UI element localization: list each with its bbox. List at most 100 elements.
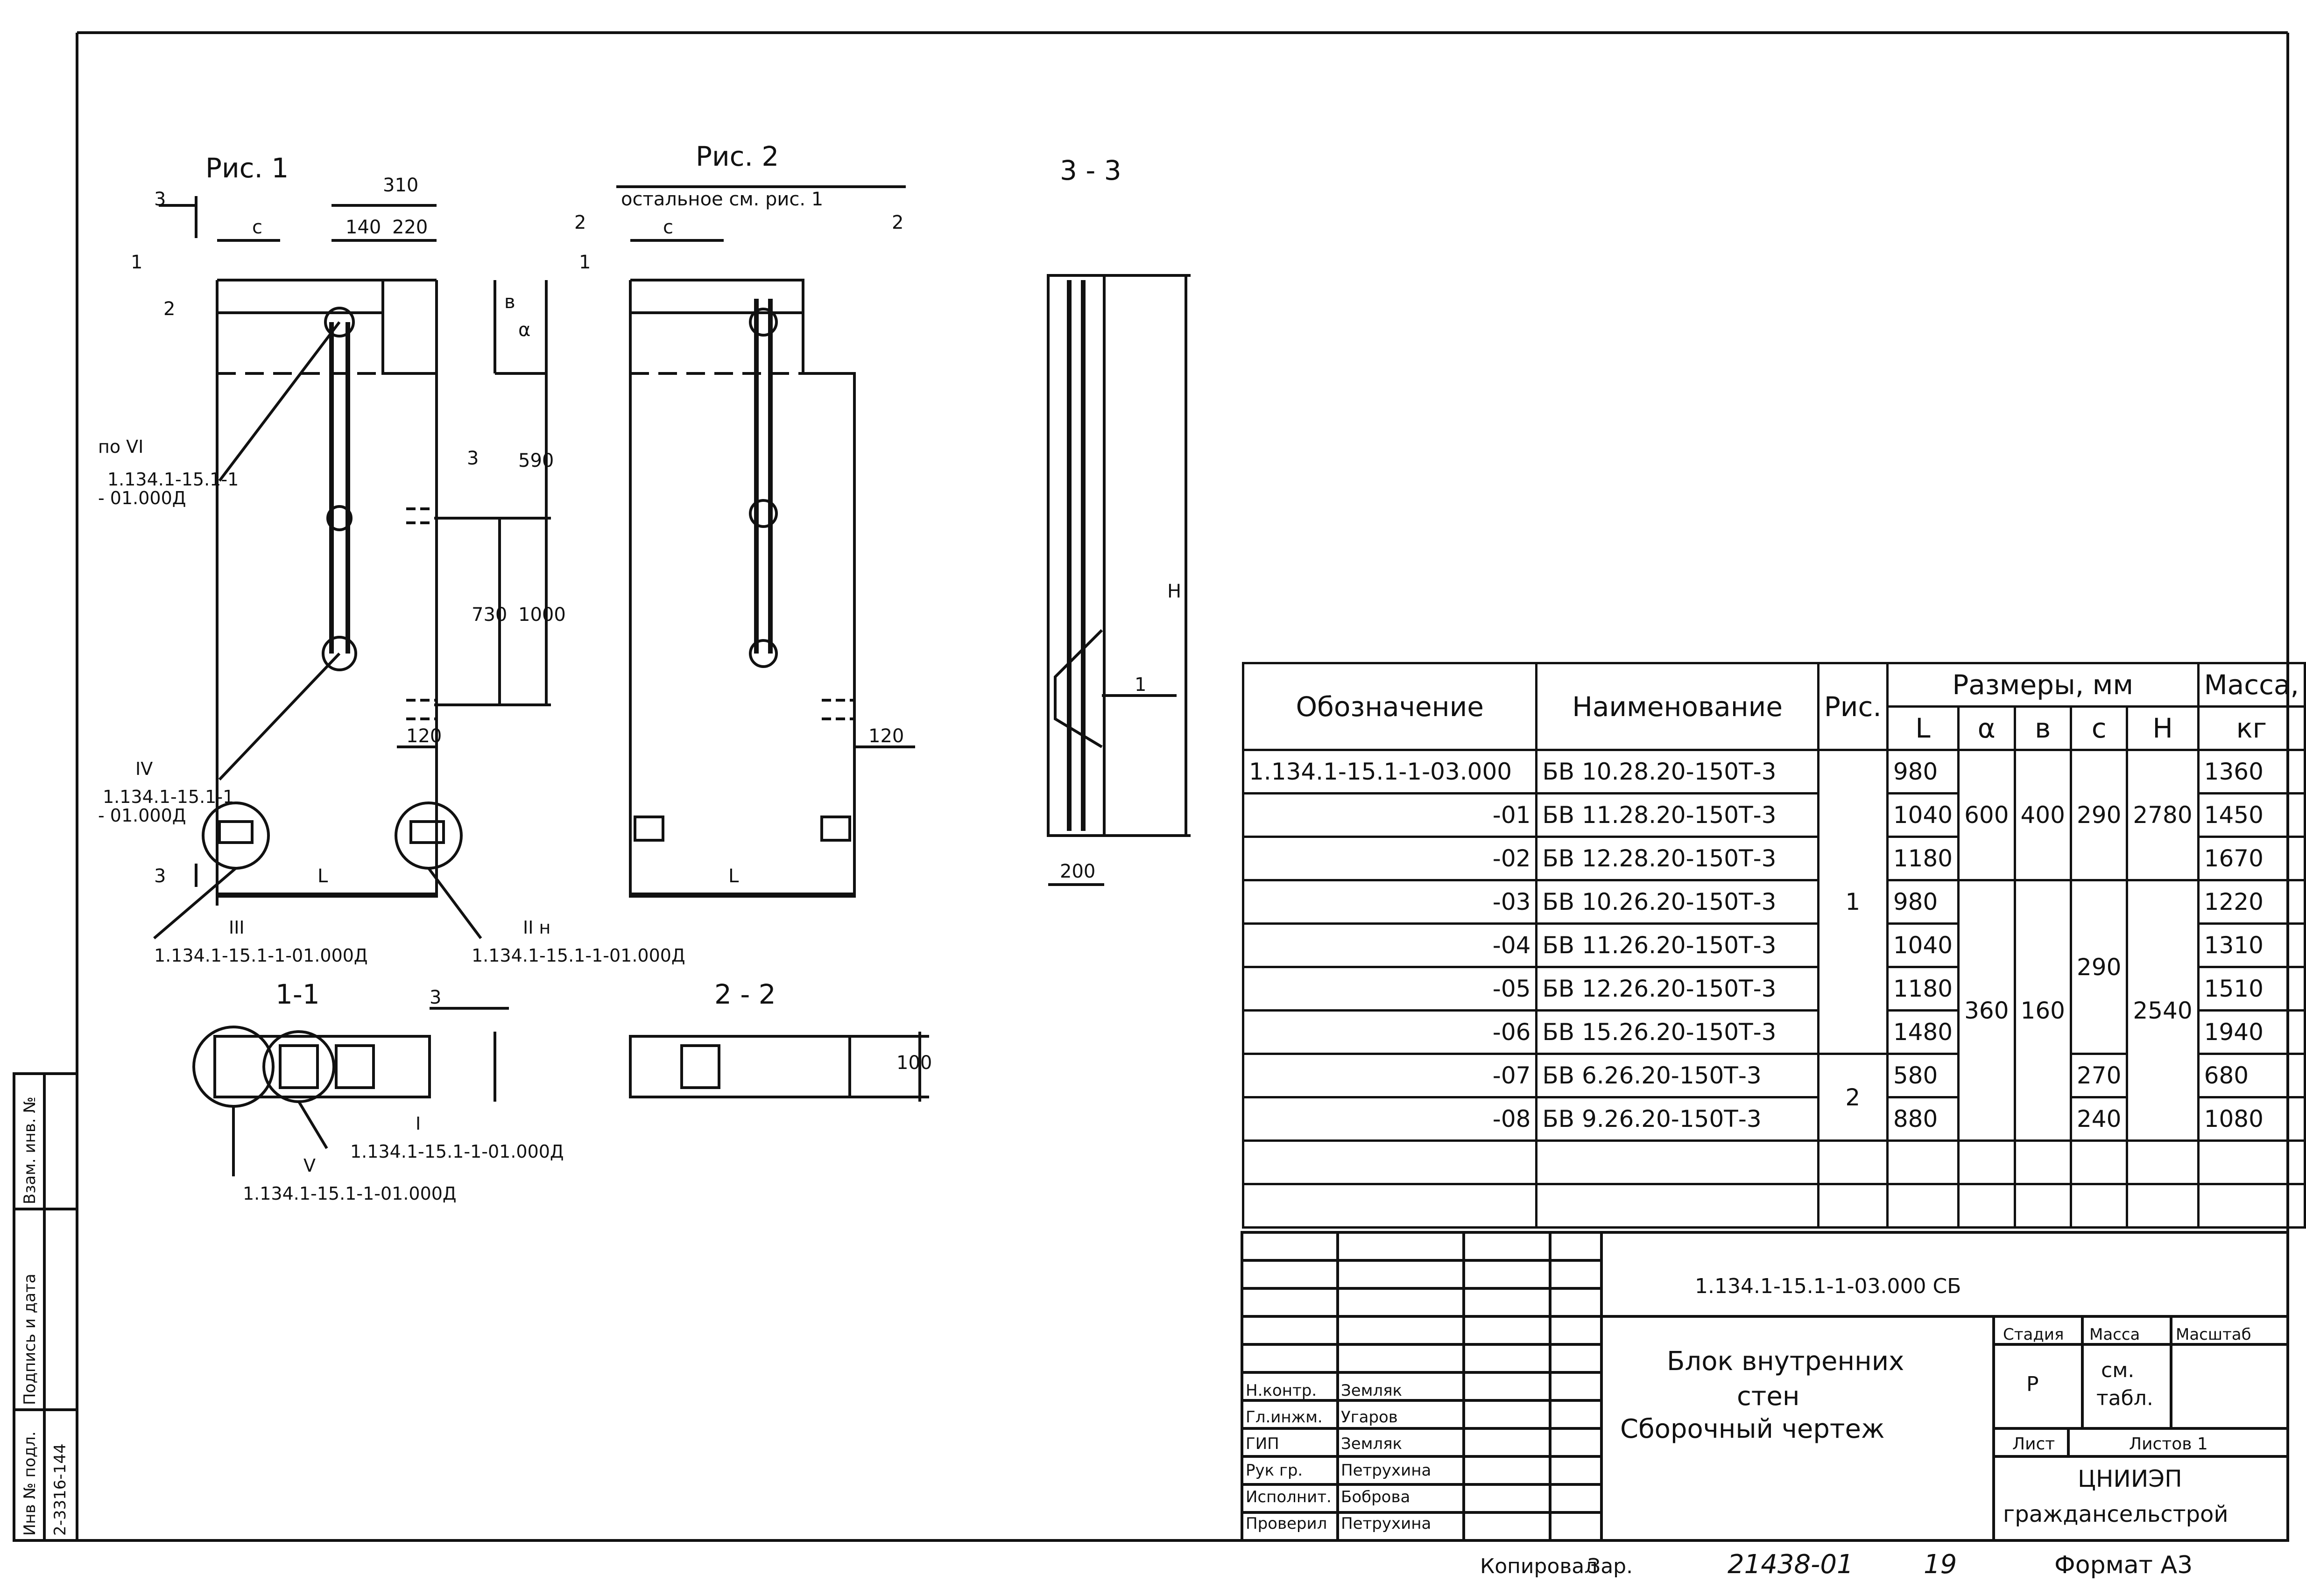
title-line3: Сборочный чертеж [1620,1414,1884,1444]
dim-730: 730 [472,604,507,626]
dim-310: 310 [383,175,418,196]
stamp-inv-podl: Инв № подл. [21,1431,39,1536]
cell-fig-1: 1 [1817,749,1889,1055]
role-name: Земляк [1341,1381,1402,1400]
callout-v-label: V [303,1155,316,1176]
cell-mass: 1360 [2197,749,2306,794]
callout-i-ref: 1.134.1-15.1-1-01.000Д [350,1141,564,1162]
table-row: -06 БВ 15.26.20-150Т-3 1480 1940 [1241,1009,2306,1055]
mark-3c: 3 [154,865,166,887]
dim-120b: 120 [868,725,904,747]
table-row: -04 БВ 11.26.20-150Т-3 1040 1310 [1241,922,2306,968]
mass-value-1: см. [2101,1358,2134,1382]
stage-label: Стадия [2003,1325,2064,1344]
dim-c2: c [663,217,673,238]
doc-code: 1.134.1-15.1-1-03.000 СБ [1695,1274,1961,1298]
title-block-grid [1241,1231,2289,1542]
dim-L2: L [728,865,739,887]
dim-120a: 120 [406,725,442,747]
cell-mass: 1510 [2197,966,2306,1012]
cell-designation: -02 [1241,836,1538,881]
copied-label: Копировал [1480,1554,1597,1578]
table-row: -07 БВ 6.26.20-150Т-3 2 580 270 680 [1241,1053,2306,1142]
dim-140: 140 [346,217,381,238]
mark-3a: 3 [154,189,166,210]
sheets-label: Листов 1 [2129,1434,2208,1454]
table-row: -02 БВ 12.28.20-150Т-3 1180 1670 [1241,836,2306,881]
header-fig: Рис. [1817,662,1889,751]
org-line2: граждансельстрой [2003,1501,2228,1527]
dim-a: α [518,319,530,341]
header-c: c [2069,705,2129,751]
stage-value: Р [2026,1372,2039,1396]
table-row: -05 БВ 12.26.20-150Т-3 1180 1510 [1241,966,2306,1012]
callout-iin-label: II н [523,917,550,938]
cell-c2: 290 [2069,879,2129,1055]
dim-1000: 1000 [518,604,566,626]
mark-2b: 2 [574,212,586,233]
cell-mass: 1670 [2197,836,2306,881]
fig2-drawing [616,185,915,898]
cell-designation: -04 [1241,922,1538,968]
header-b: в [2013,705,2072,751]
cell-name: БВ 6.26.20-150Т-3 [1535,1053,1819,1098]
cell-name: БВ 12.26.20-150Т-3 [1535,966,1819,1012]
role-label: ГИП [1246,1434,1279,1453]
cell-b1: 400 [2013,749,2072,881]
role-label: Исполнит. [1246,1488,1332,1506]
cell-H1: 2780 [2126,749,2200,881]
mark-2c: 2 [892,212,903,233]
callout-iv-ref1: 1.134.1-15.1-1 [103,787,234,807]
callout-vi-label: по VI [98,436,143,457]
mark-1: 1 [131,252,142,273]
title-line1: Блок внутренних [1667,1346,1904,1377]
table-row: -08 БВ 9.26.20-150Т-3 880 240 1080 [1241,1096,2306,1142]
dim-b: в [504,291,515,313]
header-L: L [1886,705,1960,751]
title-line2: стен [1737,1381,1799,1412]
callout-i-label: I [416,1113,421,1134]
cell-c7: 270 [2069,1053,2129,1098]
cell-designation: -03 [1241,879,1538,925]
cell-mass: 680 [2197,1053,2306,1098]
stamp-inv-val: 2-3316-144 [51,1443,70,1536]
cell-name: БВ 12.28.20-150Т-3 [1535,836,1819,881]
callout-iv-ref2: - 01.000Д [98,805,186,826]
cell-L: 1040 [1886,922,1960,968]
dim-L1: L [317,865,328,887]
cell-L: 1040 [1886,792,1960,838]
sheet-label: Лист [2012,1434,2055,1454]
header-name: Наименование [1535,662,1819,751]
cell-designation: 1.134.1-15.1-1-03.000 [1241,749,1538,794]
cell-L: 980 [1886,879,1960,925]
table-row-empty [1241,1183,2306,1229]
format-label: Формат А3 [2054,1551,2193,1579]
cell-H2: 2540 [2126,879,2200,1142]
fig1-title: Рис. 1 [205,152,289,184]
header-H: H [2126,705,2200,751]
cell-L: 1480 [1886,1009,1960,1055]
cell-name: БВ 9.26.20-150Т-3 [1535,1096,1819,1142]
role-label: Проверил [1246,1514,1327,1533]
dim-220: 220 [392,217,428,238]
cell-mass: 1310 [2197,922,2306,968]
table-row-empty [1241,1139,2306,1185]
org-line1: ЦНИИЭП [2078,1465,2182,1492]
mark-1c: 1 [1135,674,1146,696]
table-row: -01 БВ 11.28.20-150Т-3 1040 1450 [1241,792,2306,838]
cell-designation: -07 [1241,1053,1538,1098]
role-name: Угаров [1341,1408,1398,1427]
section-11-drawing [192,1007,509,1176]
dim-590: 590 [518,450,554,471]
cell-name: БВ 11.26.20-150Т-3 [1535,922,1819,968]
role-label: Н.контр. [1246,1381,1317,1400]
scale-label: Масштаб [2176,1325,2251,1344]
cell-designation: -06 [1241,1009,1538,1055]
cell-designation: -01 [1241,792,1538,838]
cell-name: БВ 10.26.20-150Т-3 [1535,879,1819,925]
cell-c8: 240 [2069,1096,2129,1142]
dim-c1: c [252,217,262,238]
role-label: Гл.инжм. [1246,1408,1323,1427]
section-33-drawing [1047,274,1191,886]
